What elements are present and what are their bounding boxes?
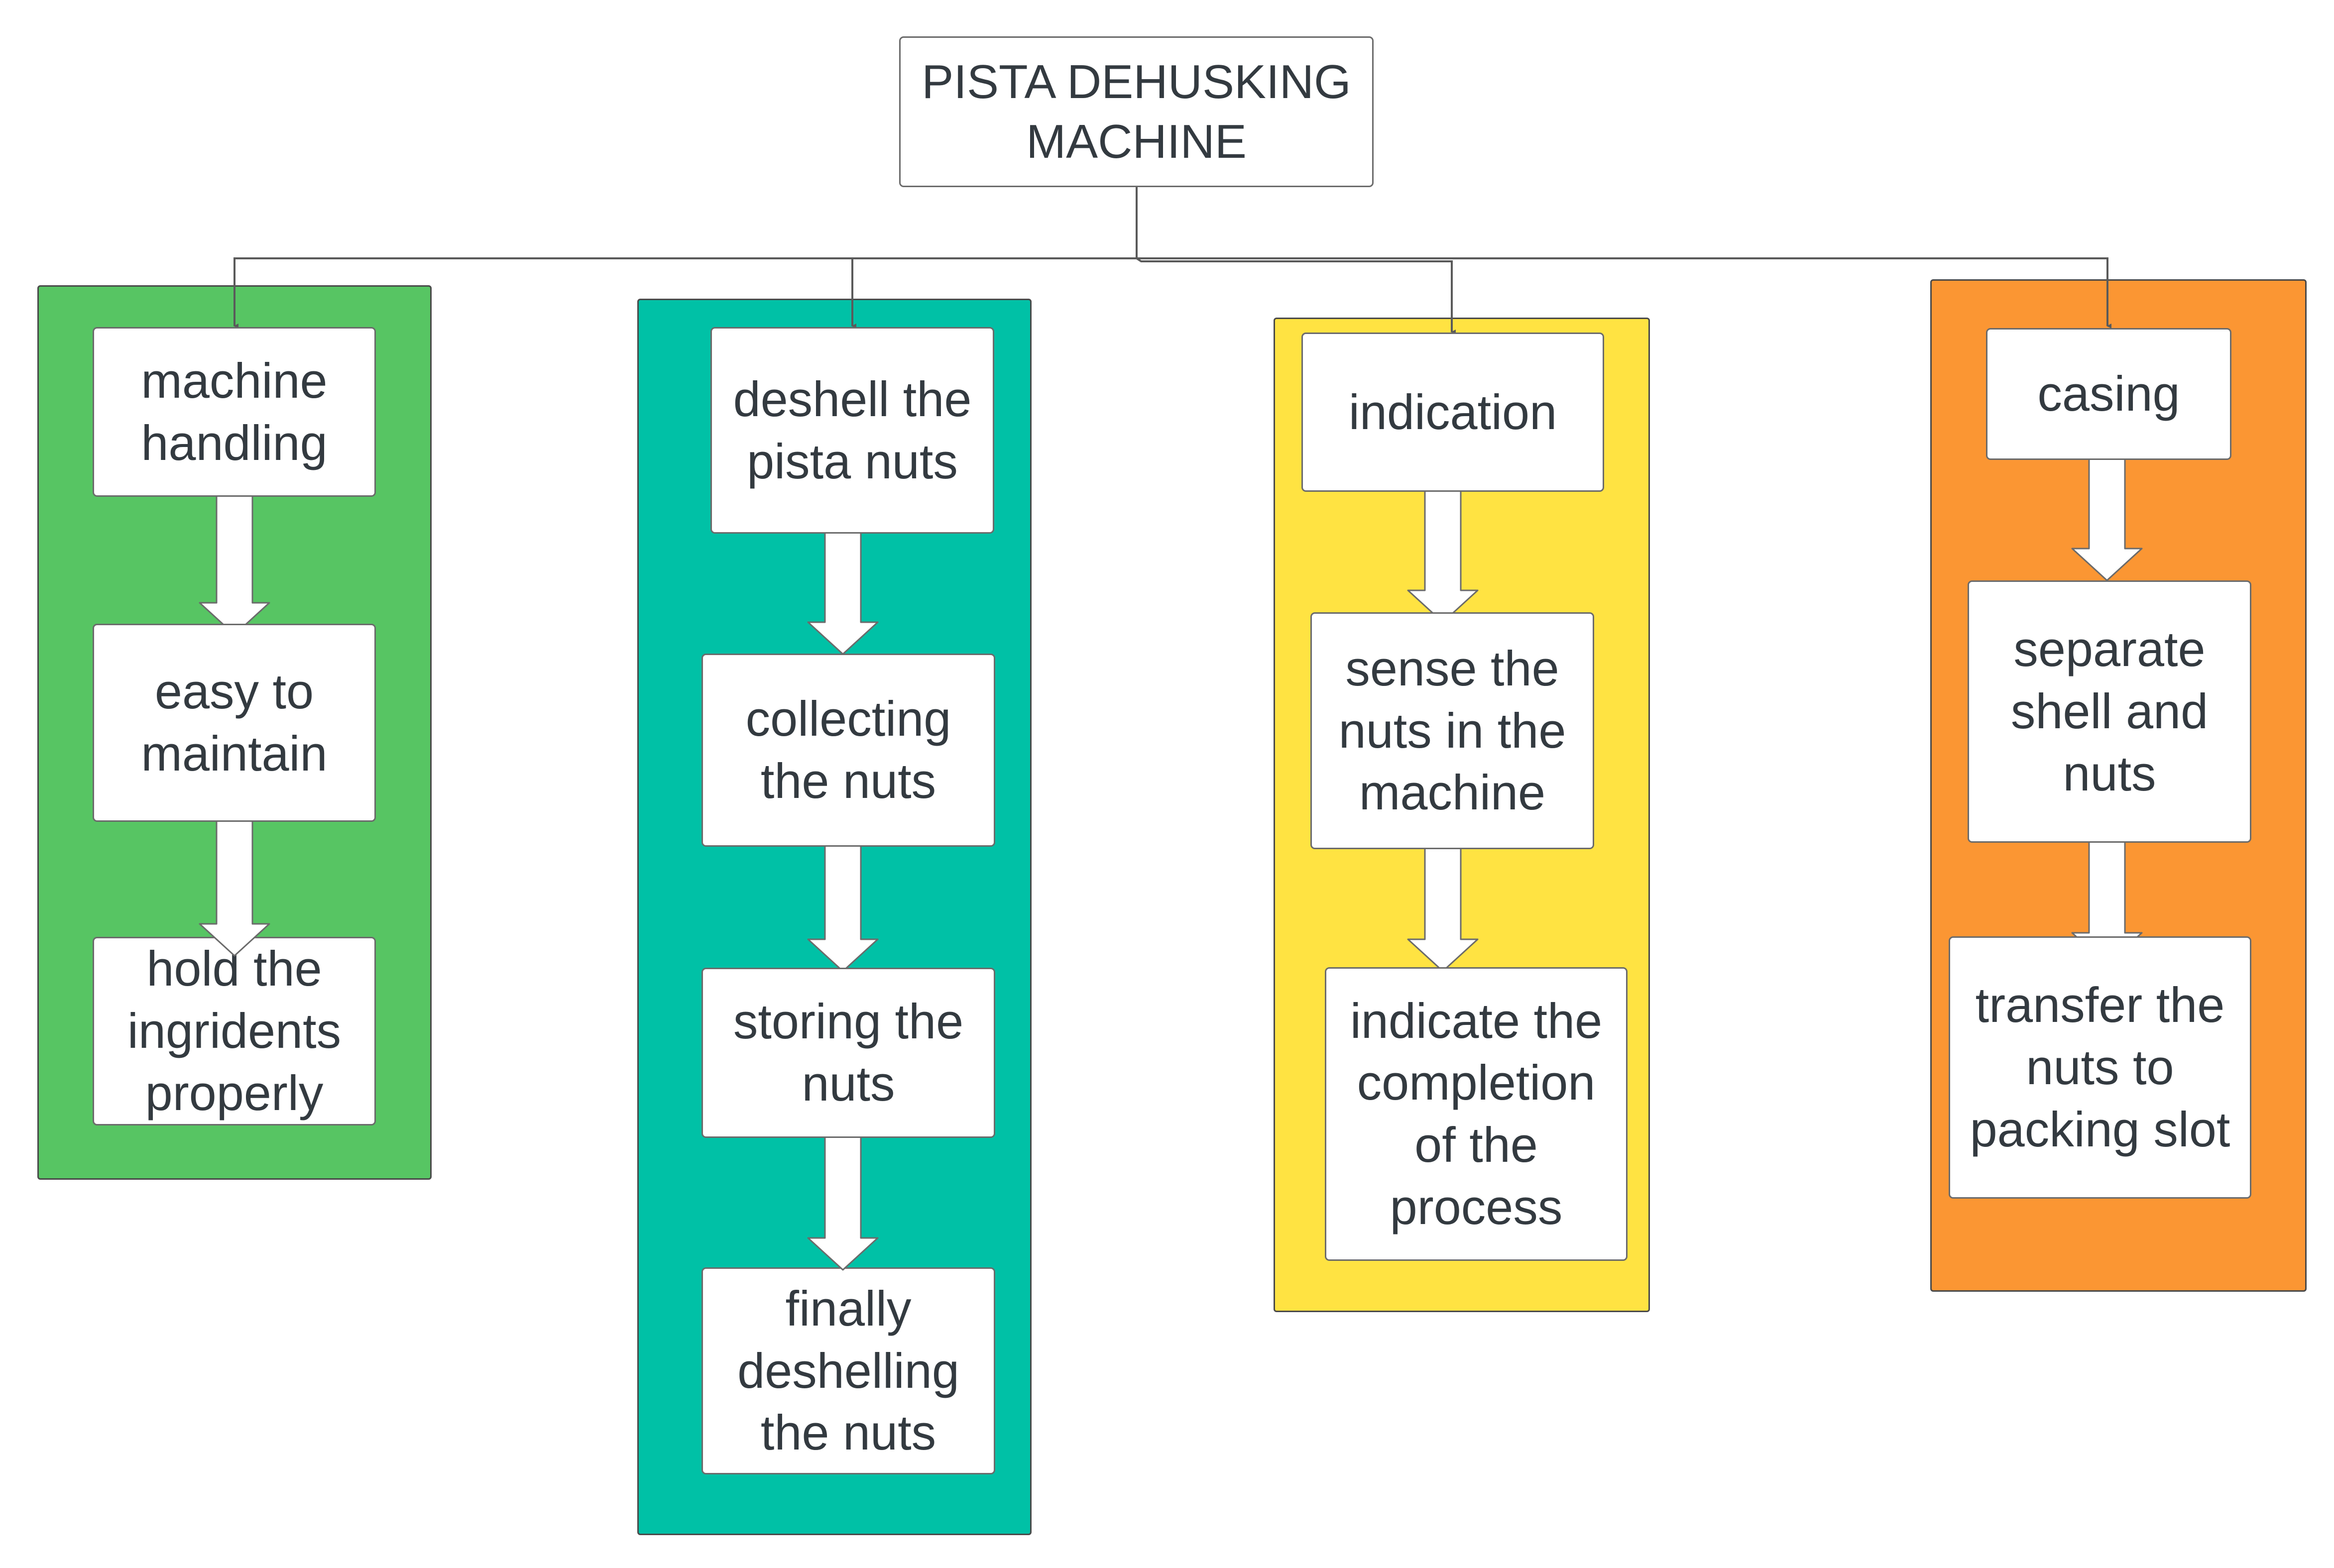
step-label: collecting the nuts	[745, 691, 951, 808]
flow-arrow-green-2	[199, 803, 270, 957]
teal-step-2: collecting the nuts	[701, 654, 995, 847]
teal-step-3: storing the nuts	[701, 968, 995, 1138]
step-label: sense the nuts in the machine	[1338, 640, 1566, 820]
step-label: indicate the completion of the process	[1350, 993, 1603, 1234]
step-label: casing	[2037, 366, 2180, 422]
green-step-3: hold the ingridents properly	[93, 937, 376, 1125]
yellow-step-2: sense the nuts in the machine	[1310, 612, 1594, 849]
yellow-step-3: indicate the completion of the process	[1325, 967, 1628, 1261]
connector-line-teal	[851, 257, 1137, 329]
step-label: easy to maintain	[141, 664, 328, 781]
step-label: transfer the nuts to packing slot	[1970, 977, 2230, 1157]
orange-step-3: transfer the nuts to packing slot	[1949, 936, 2251, 1199]
step-label: storing the nuts	[733, 994, 964, 1111]
step-label: hold the ingridents properly	[127, 941, 342, 1120]
green-step-2: easy to maintain	[93, 624, 376, 822]
step-label: machine handling	[141, 352, 328, 470]
step-label: deshell the pista nuts	[733, 371, 972, 489]
step-label: separate shell and nuts	[2010, 621, 2209, 801]
green-step-1: machine handling	[93, 327, 376, 497]
flow-arrow-green-1	[199, 484, 270, 636]
teal-step-1: deshell the pista nuts	[710, 327, 994, 534]
yellow-step-1: indication	[1301, 333, 1604, 492]
connector-line-green	[233, 257, 1137, 329]
root-node: PISTA DEHUSKING MACHINE	[899, 36, 1374, 187]
orange-step-2: separate shell and nuts	[1968, 580, 2251, 843]
step-label: indication	[1348, 384, 1557, 440]
orange-step-1: casing	[1986, 328, 2231, 460]
connector-line-orange	[1137, 257, 2111, 329]
connector-line-yellow	[1136, 257, 1456, 335]
flow-arrow-teal-3	[807, 1121, 879, 1271]
root-title: PISTA DEHUSKING MACHINE	[922, 55, 1351, 168]
flow-arrow-yellow-1	[1407, 473, 1479, 623]
step-label: finally deshelling the nuts	[737, 1280, 959, 1460]
teal-step-4: finally deshelling the nuts	[701, 1267, 995, 1474]
